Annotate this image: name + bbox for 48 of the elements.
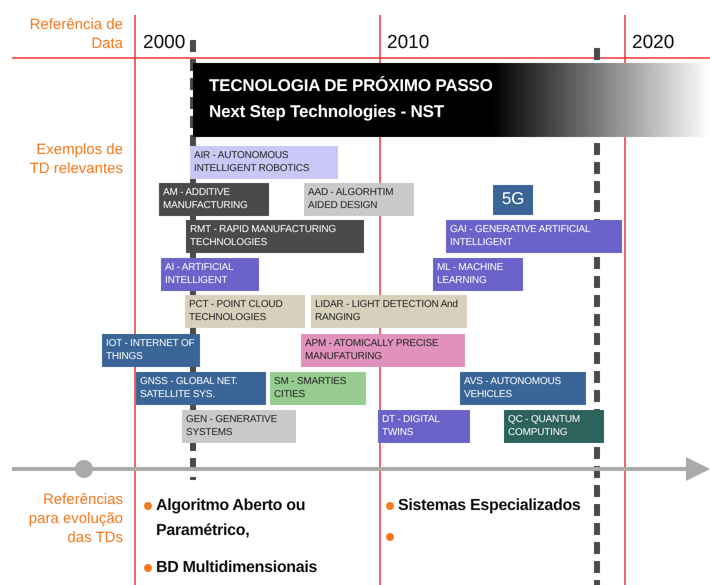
technology-name: GEN - GENERATIVE SYSTEMS bbox=[186, 414, 278, 438]
technology-name: AVS - AUTONOMOUS VEHICLES bbox=[464, 376, 562, 400]
technology-box bbox=[182, 410, 296, 443]
bullet-text: Sistemas Especializados bbox=[398, 496, 582, 516]
title-banner bbox=[193, 63, 710, 137]
technology-name: PCT - POINT CLOUD TECHNOLOGIES bbox=[189, 299, 282, 323]
technology-box bbox=[102, 334, 200, 367]
banner-title: TECNOLOGIA DE PRÓXIMO PASSO bbox=[209, 75, 493, 97]
technology-name: AM - ADDITIVE MANUFACTURING bbox=[163, 187, 248, 211]
technology-box bbox=[190, 146, 338, 179]
row-heading: Exemplos de TD relevantes bbox=[28, 140, 123, 178]
technology-name: AI - ARTIFICIAL INTELLIGENT bbox=[165, 262, 234, 286]
technology-name: SM - SMARTIES CITIES bbox=[274, 376, 346, 400]
technology-name: IOT - INTERNET OF THINGS bbox=[106, 338, 194, 362]
row-heading: Referência de Data bbox=[28, 15, 123, 53]
technology-box bbox=[493, 185, 533, 215]
row-heading: Referências para evolução das TDs bbox=[28, 490, 123, 547]
technology-box bbox=[446, 220, 622, 253]
technology-name: GAI - GENERATIVE ARTIFICIAL INTELLIGENT bbox=[450, 224, 590, 248]
technology-box bbox=[304, 183, 414, 216]
technology-box bbox=[185, 295, 305, 328]
technology-box bbox=[504, 410, 604, 443]
technology-box bbox=[161, 258, 259, 291]
year-label: 2020 bbox=[632, 32, 674, 54]
technology-box bbox=[270, 372, 366, 405]
technology-box bbox=[311, 295, 467, 328]
technology-box bbox=[159, 183, 269, 216]
technology-name: ML - MACHINE LEARNING bbox=[437, 262, 504, 286]
technology-name: AIR - AUTONOMOUS INTELLIGENT ROBOTICS bbox=[194, 150, 310, 174]
technology-name: AAD - ALGORHTIM AIDED DESIGN bbox=[308, 187, 394, 211]
technology-name: RMT - RAPID MANUFACTURING TECHNOLOGIES bbox=[190, 224, 336, 248]
technology-name: QC - QUANTUM COMPUTING bbox=[508, 414, 580, 438]
technology-name: GNSS - GLOBAL NET. SATELLITE SYS. bbox=[140, 376, 238, 400]
technology-name: DT - DIGITAL TWINS bbox=[382, 414, 440, 438]
technology-box bbox=[433, 258, 523, 291]
technology-box bbox=[301, 334, 465, 367]
technology-box bbox=[136, 372, 266, 405]
technology-name: APM - ATOMICALLY PRECISE MANUFATURING bbox=[305, 338, 438, 362]
technology-box bbox=[186, 220, 364, 253]
bullet-text: Algoritmo Aberto ou Paramétrico, bbox=[156, 496, 306, 541]
year-label: 2000 bbox=[143, 32, 186, 54]
technology-name: 5G bbox=[502, 189, 524, 208]
banner-subtitle: Next Step Technologies - NST bbox=[209, 101, 444, 123]
bullet-text: BD Multidimensionais bbox=[156, 558, 318, 578]
technology-box bbox=[378, 410, 470, 443]
technology-name: LIDAR - LIGHT DETECTION And RANGING bbox=[315, 299, 458, 323]
year-label: 2010 bbox=[387, 32, 430, 54]
technology-box bbox=[460, 372, 586, 405]
